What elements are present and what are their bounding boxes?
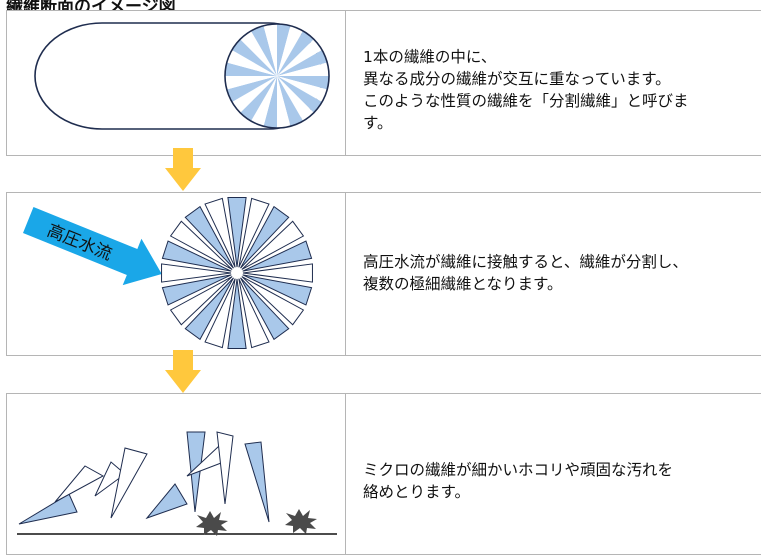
- split-fiber-wedge: [184, 277, 234, 341]
- dirt-particle-icon: [285, 509, 317, 534]
- step-1-line: 異なる成分の繊維が交互に重なっています。: [363, 70, 671, 88]
- fiber-sector: [277, 25, 303, 76]
- down-arrow-icon: [165, 350, 201, 393]
- split-fiber-wedge: [242, 263, 313, 283]
- split-fiber-wedge: [161, 240, 232, 272]
- fiber-sector: [225, 62, 277, 76]
- fiber-sector: [263, 24, 277, 76]
- fiber-sector: [277, 76, 314, 122]
- split-fiber-wedge: [204, 278, 236, 349]
- fiber-sector: [277, 30, 314, 76]
- fiber-sector: [240, 76, 277, 122]
- fiber-sector: [277, 76, 329, 90]
- step-2-panel: 高圧水流 高圧水流が繊維に接触すると、繊維が分割し、 複数の極細繊維となります。: [6, 192, 761, 356]
- split-fiber-wedge: [241, 276, 305, 326]
- micro-fiber-wedge: [54, 465, 105, 503]
- step-2-description: 高圧水流が繊維に接触すると、繊維が分割し、 複数の極細繊維となります。: [363, 251, 753, 295]
- micro-fiber-wedge: [244, 441, 270, 523]
- fiber-sector: [277, 39, 323, 76]
- split-fiber-diagram: [34, 22, 330, 130]
- step-1-description: 1本の繊維の中に、 異なる成分の繊維が交互に重なっています。 このような性質の繊…: [363, 46, 753, 134]
- split-fiber-wedge: [238, 197, 270, 268]
- step-2-line: 高圧水流が繊維に接触すると、繊維が分割し、: [363, 253, 688, 271]
- fiber-sector: [225, 76, 277, 90]
- step-3-description: ミクロの繊維が細かいホコリや頑固な汚れを 絡めとります。: [363, 459, 753, 503]
- split-fiber-burst: [161, 197, 313, 349]
- fiber-cross-section: [224, 23, 330, 129]
- split-fiber-wedge: [184, 205, 234, 269]
- fiber-sector: [226, 50, 277, 76]
- water-jet-arrow: 高圧水流: [22, 207, 162, 286]
- micro-fiber-wedge: [110, 447, 148, 519]
- split-fiber-wedge: [242, 274, 313, 306]
- panel-divider: [345, 193, 346, 355]
- fiber-sector: [231, 76, 277, 113]
- fiber-sector: [251, 25, 277, 76]
- micro-fiber-wedge: [145, 483, 188, 520]
- fiber-sector: [277, 76, 328, 102]
- split-fiber-wedge: [169, 220, 233, 270]
- dirt-capture-diagram: [17, 431, 337, 536]
- step-1-line: このような性質の繊維を「分割繊維」と呼びま: [363, 92, 689, 110]
- split-fiber-wedge: [242, 240, 313, 272]
- step-1-line: 1本の繊維の中に、: [363, 48, 497, 66]
- water-jet-diagram: 高圧水流: [22, 197, 313, 349]
- panel-divider: [345, 11, 346, 155]
- down-arrow-icon: [165, 148, 201, 191]
- fiber-sector: [231, 39, 277, 76]
- step-1-line: す。: [363, 114, 393, 132]
- fiber-sector: [277, 76, 323, 113]
- split-fiber-wedge: [241, 220, 305, 270]
- fiber-end-outline: [224, 23, 330, 129]
- fiber-sector: [277, 24, 291, 76]
- fiber-sector: [277, 50, 328, 76]
- micro-fiber-wedge: [94, 461, 126, 497]
- split-fiber-wedge: [169, 276, 233, 326]
- step-2-line: 複数の極細繊維となります。: [363, 275, 563, 293]
- step-3-line: 絡めとります。: [363, 483, 470, 501]
- split-fiber-wedge: [240, 277, 290, 341]
- fiber-sector: [240, 30, 277, 76]
- dirt-particle-icon: [196, 511, 228, 536]
- panel-divider: [345, 394, 346, 554]
- fiber-sector: [226, 76, 277, 102]
- step-3-line: ミクロの繊維が細かいホコリや頑固な汚れを: [363, 461, 674, 479]
- micro-fiber-wedges: [18, 431, 270, 525]
- fiber-sector: [263, 76, 277, 128]
- fiber-sector: [277, 62, 329, 76]
- split-fiber-wedge: [204, 197, 236, 268]
- split-fiber-wedge: [238, 278, 270, 349]
- fiber-sector: [277, 76, 303, 127]
- step-1-panel: 1本の繊維の中に、 異なる成分の繊維が交互に重なっています。 このような性質の繊…: [6, 10, 761, 156]
- split-fiber-wedge: [161, 274, 232, 306]
- split-fiber-wedge: [227, 197, 247, 268]
- micro-fiber-wedge: [18, 493, 78, 525]
- fiber-sector: [277, 76, 291, 128]
- split-fiber-wedge: [161, 263, 232, 283]
- split-fiber-wedge: [227, 278, 247, 349]
- fiber-sector: [251, 76, 277, 127]
- micro-fiber-wedge: [216, 431, 234, 505]
- split-fiber-wedge: [240, 205, 290, 269]
- step-3-panel: ミクロの繊維が細かいホコリや頑固な汚れを 絡めとります。: [6, 393, 761, 555]
